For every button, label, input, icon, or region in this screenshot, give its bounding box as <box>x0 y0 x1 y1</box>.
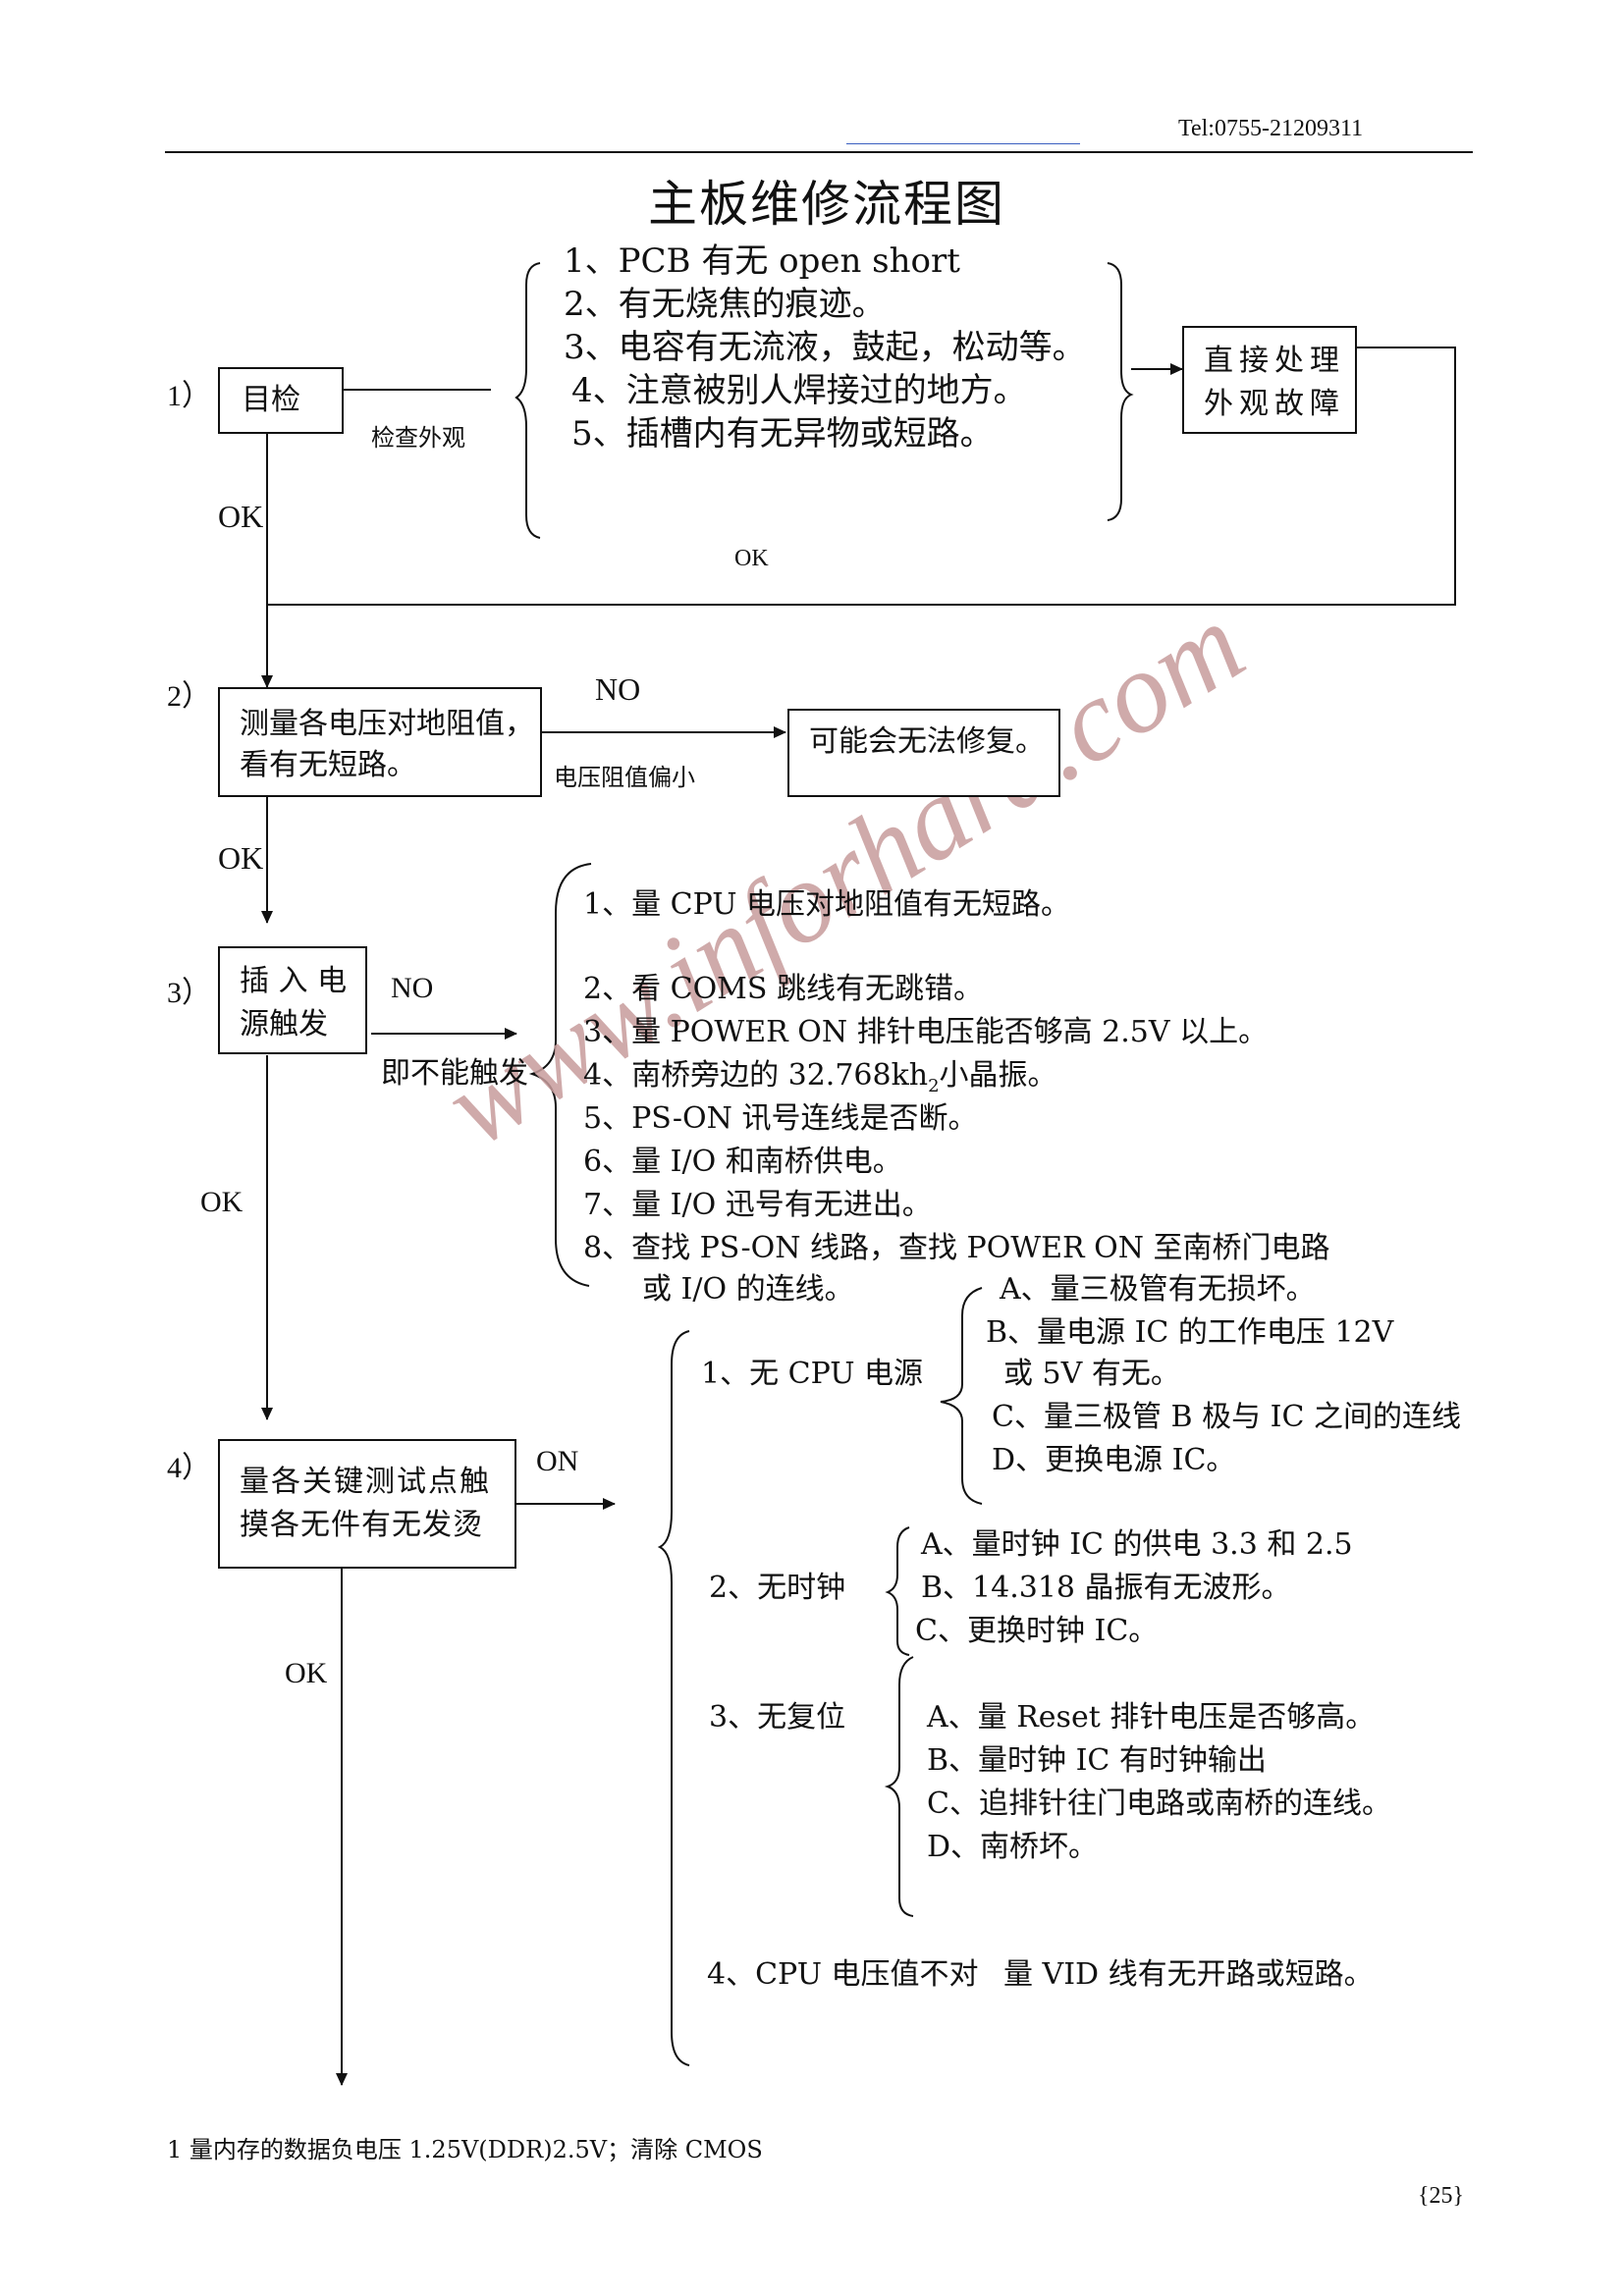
step4-box-line-1: 量各关键测试点触 <box>240 1465 491 1499</box>
step3-item-4: 4、南桥旁边的 32.768kh2小晶振。 <box>583 1054 1057 1108</box>
step4-group4-label: 4、CPU 电压值不对 <box>707 1957 979 1992</box>
step4-group2-item-c: C、更换时钟 IC。 <box>915 1614 1159 1648</box>
page-title: 主板维修流程图 <box>648 176 1005 233</box>
step1-ok-return: OK <box>734 546 769 571</box>
step2-box-line-1: 测量各电压对地阻值， <box>240 707 534 741</box>
step4-on-label: ON <box>536 1445 579 1477</box>
step2-ok-label: OK <box>218 840 264 876</box>
step4-number: 4） <box>167 1452 211 1484</box>
step2-result-label: 可能会无法修复。 <box>809 724 1045 759</box>
step2-box-line-2: 看有无短路。 <box>240 748 416 782</box>
step3-box-line-2: 源触发 <box>240 1007 328 1041</box>
step4-group2-item-a: A、量时钟 IC 的供电 3.3 和 2.5 <box>921 1527 1353 1562</box>
step1-ok-left: OK <box>218 499 264 534</box>
step3-box: 插 入 电 源触发 <box>218 946 367 1054</box>
step3-item-4-text: 4、南桥旁边的 32.768kh <box>583 1058 929 1093</box>
step1-number: 1） <box>167 380 211 412</box>
step1-box-label: 目检 <box>242 383 300 417</box>
step4-box: 量各关键测试点触 摸各无件有无发烫 <box>218 1439 516 1569</box>
step4-group1-item-d: D、更换电源 IC。 <box>992 1443 1236 1477</box>
step3-item-1: 1、量 CPU 电压对地阻值有无短路。 <box>583 887 1071 922</box>
step2-number: 2） <box>167 680 211 713</box>
step1-sub-label: 检查外观 <box>371 424 465 452</box>
step1-check-2: 2、有无烧焦的痕迹。 <box>564 285 886 324</box>
step3-item-3: 3、量 POWER ON 排针电压能否够高 2.5V 以上。 <box>583 1015 1269 1049</box>
step3-item-6: 6、量 I/O 和南桥供电。 <box>583 1145 902 1179</box>
step4-group1-item-a: A、量三极管有无损坏。 <box>1000 1272 1316 1307</box>
header-tel: Tel:0755-21209311 <box>1178 116 1364 141</box>
step1-action-line-2: 外观故障 <box>1204 387 1345 421</box>
step3-item-7: 7、量 I/O 迅号有无进出。 <box>583 1188 932 1222</box>
step4-group3-item-d: D、南桥坏。 <box>927 1830 1099 1864</box>
step3-item-8-cont: 或 I/O 的连线。 <box>642 1272 854 1307</box>
header-link-underline[interactable] <box>846 143 1080 144</box>
step3-number: 3） <box>167 977 211 1009</box>
step2-no-label: NO <box>595 671 641 707</box>
step3-item-5: 5、PS-ON 讯号连线是否断。 <box>583 1101 978 1136</box>
step4-group4-item-a: 量 VID 线有无开路或短路。 <box>1003 1957 1374 1992</box>
step4-ok-label: OK <box>285 1657 328 1689</box>
footer-note: 1 量内存的数据负电压 1.25V(DDR)2.5V；清除 CMOS <box>167 2136 763 2163</box>
page-number: {25} <box>1418 2183 1465 2209</box>
step3-item-2: 2、看 COMS 跳线有无跳错。 <box>583 972 983 1006</box>
step3-item-4-tail: 小晶振。 <box>939 1058 1057 1093</box>
step3-no-label: NO <box>391 972 434 1004</box>
step4-group3-label: 3、无复位 <box>709 1700 846 1735</box>
step1-check-3: 3、电容有无流液，鼓起，松动等。 <box>564 328 1086 367</box>
step4-group2-label: 2、无时钟 <box>709 1571 846 1605</box>
step4-group2-item-b: B、14.318 晶振有无波形。 <box>921 1571 1291 1605</box>
step1-check-4: 4、注意被别人焊接过的地方。 <box>571 371 1027 410</box>
step4-group1-label: 1、无 CPU 电源 <box>701 1357 924 1391</box>
step4-group3-item-a: A、量 Reset 排针电压是否够高。 <box>927 1700 1376 1735</box>
step4-group1-item-c: C、量三极管 B 极与 IC 之间的连线 <box>992 1400 1461 1434</box>
step4-group1-item-b-cont: 或 5V 有无。 <box>1003 1357 1180 1391</box>
step3-box-line-1: 插 入 电 <box>240 964 348 998</box>
step3-ok-label: OK <box>200 1186 244 1218</box>
step4-group3-item-b: B、量时钟 IC 有时钟输出 <box>927 1743 1267 1778</box>
header-rule <box>165 151 1473 153</box>
step4-box-line-2: 摸各无件有无发烫 <box>240 1508 483 1542</box>
step1-box: 目检 <box>218 367 344 434</box>
step3-sub-label: 即不能触发 <box>381 1056 528 1091</box>
step1-check-5: 5、插槽内有无异物或短路。 <box>571 414 994 454</box>
step2-box: 测量各电压对地阻值， 看有无短路。 <box>218 687 542 797</box>
step3-item-4-sub: 2 <box>928 1076 940 1096</box>
step1-action-box: 直接处理 外观故障 <box>1182 326 1357 434</box>
step4-group3-item-c: C、追排针往门电路或南桥的连线。 <box>927 1787 1391 1821</box>
step1-action-line-1: 直接处理 <box>1204 344 1345 378</box>
step2-result-box: 可能会无法修复。 <box>787 709 1060 797</box>
step1-check-1: 1、PCB 有无 open short <box>564 241 960 281</box>
step2-sub-label: 电压阻值偏小 <box>554 764 695 791</box>
step4-group1-item-b: B、量电源 IC 的工作电压 12V <box>986 1315 1394 1350</box>
step3-item-8: 8、查找 PS-ON 线路，查找 POWER ON 至南桥门电路 <box>583 1231 1330 1265</box>
